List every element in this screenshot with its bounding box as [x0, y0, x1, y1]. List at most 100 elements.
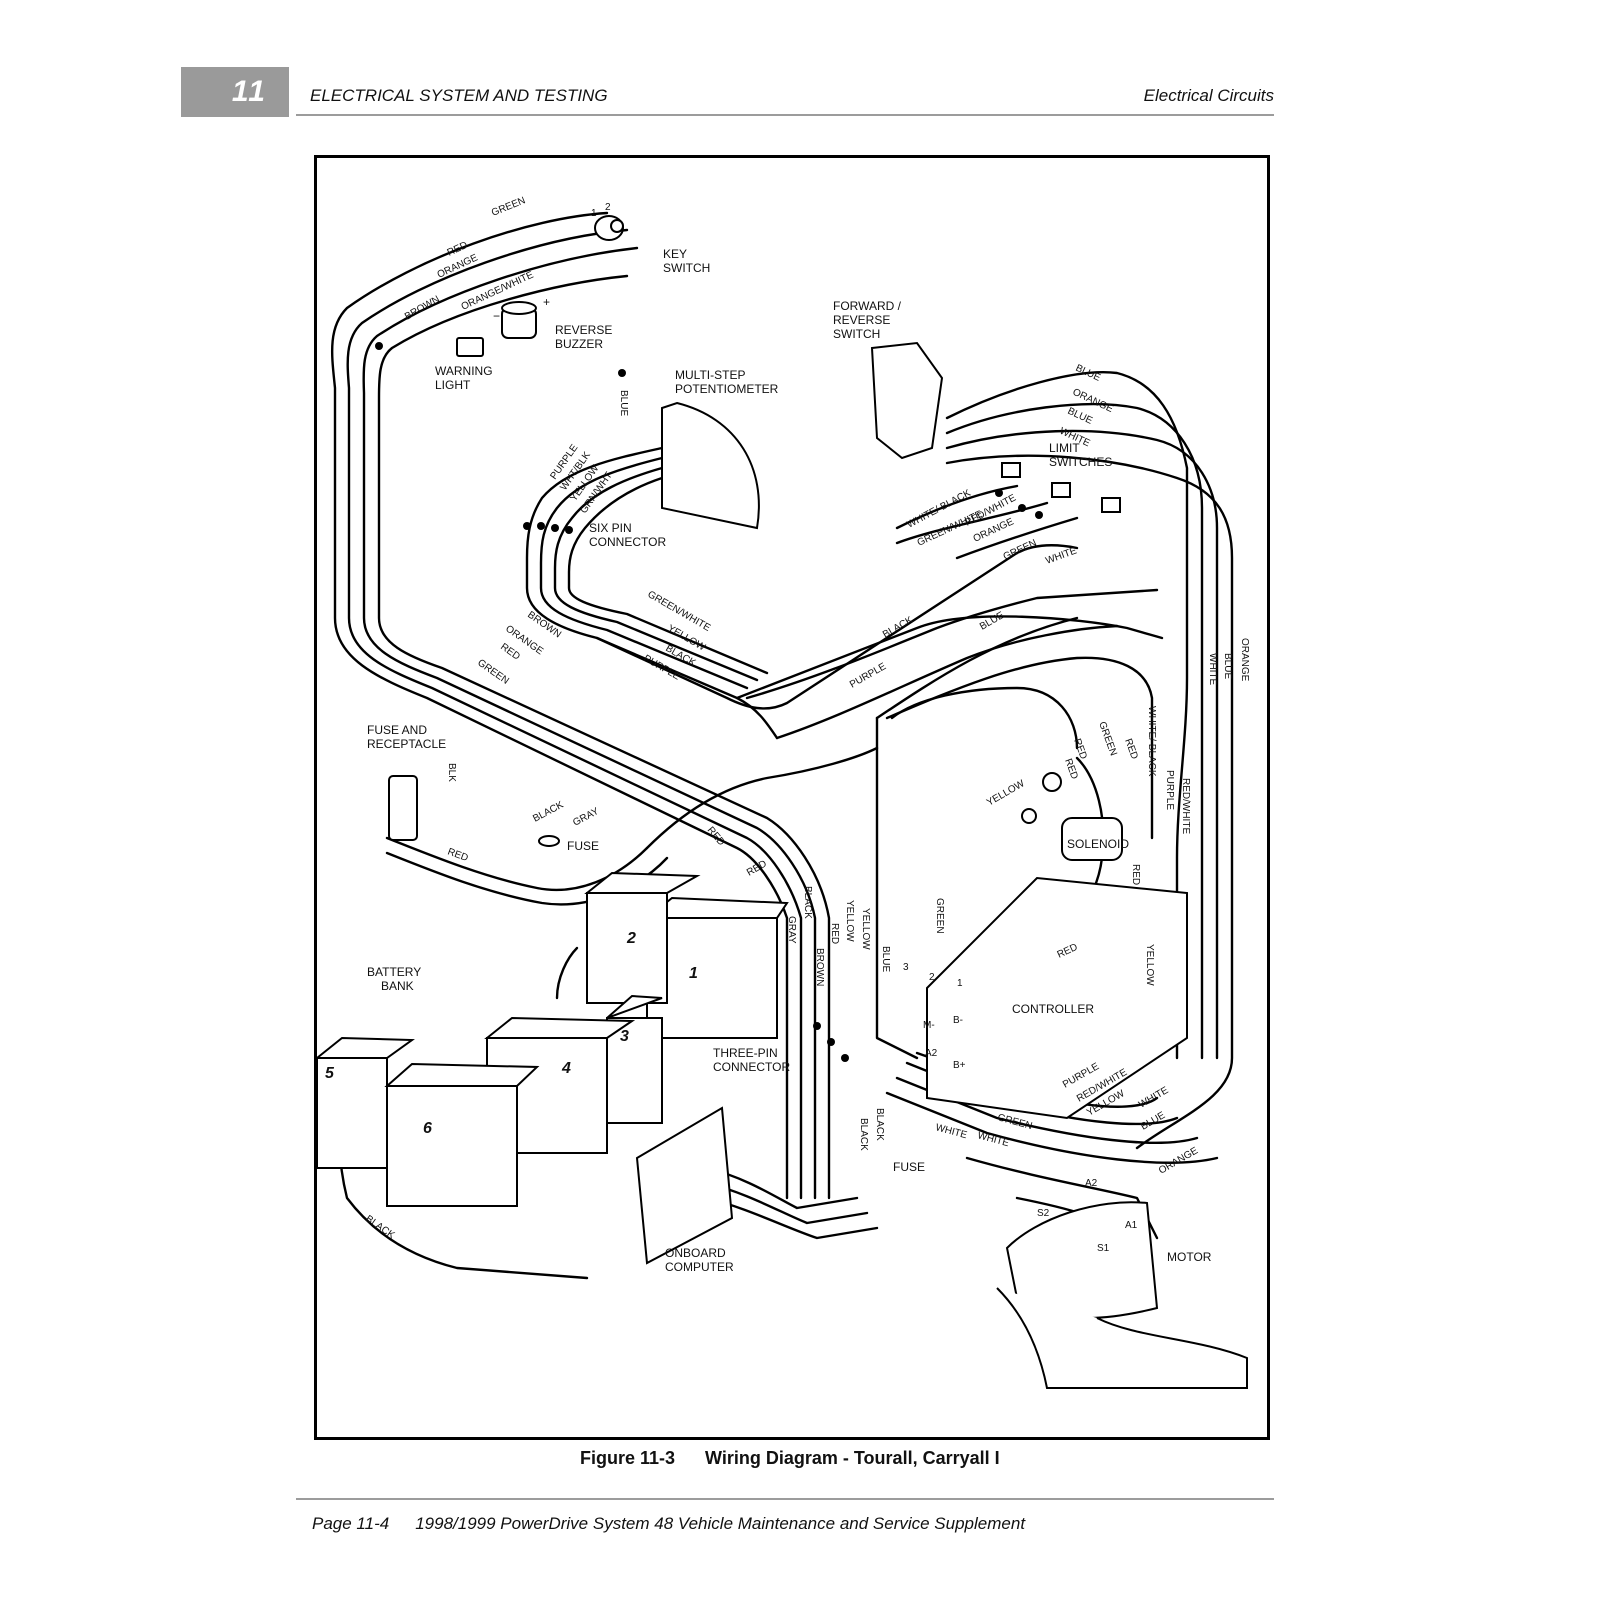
wire-label-ls-white: WHITE	[1044, 545, 1078, 566]
fuse-receptacle-label-2: RECEPTACLE	[367, 737, 446, 751]
wire-label-v-gray: GRAY	[786, 916, 797, 944]
limit-switch-3	[1101, 497, 1121, 513]
six-pin-label-1: SIX PIN	[589, 521, 632, 535]
wire-label-v-brown: BROWN	[814, 948, 825, 986]
limit-switch-2	[1051, 482, 1071, 498]
battery-number-3: 3	[620, 1028, 629, 1045]
terminal-s2: S2	[1037, 1208, 1050, 1219]
solenoid-label: SOLENOID	[1067, 837, 1129, 851]
section-title: ELECTRICAL SYSTEM AND TESTING	[310, 86, 608, 105]
buzzer-icon	[501, 301, 537, 339]
warning-light-icon	[456, 337, 484, 357]
motor-icon	[996, 1201, 1248, 1389]
battery-6-icon	[384, 1062, 540, 1207]
wire-label-right-orange: ORANGE	[1239, 638, 1250, 682]
chapter-number: 11	[231, 75, 267, 108]
pot-label-2: POTENTIOMETER	[675, 382, 779, 396]
battery-number-4: 4	[561, 1060, 571, 1077]
wire-label-sol-purple: PURPLE	[1164, 770, 1175, 810]
topic-title: Electrical Circuits	[1143, 86, 1274, 105]
fwd-rev-switch-icon	[870, 341, 944, 460]
terminal-2: 2	[929, 972, 935, 983]
wire-label-m-purple: PURPLE	[848, 661, 888, 691]
wire-label-c-white: WHITE	[1137, 1085, 1171, 1111]
terminal-3: 3	[903, 962, 909, 973]
wire-label-sol-yellow: YELLOW	[985, 778, 1027, 809]
pot-label-1: MULTI-STEP	[675, 368, 745, 382]
wire-label-sol-green: GREEN	[1096, 720, 1118, 757]
wire-label-v-green: GREEN	[934, 898, 945, 934]
wiring-diagram: KEY SWITCH REVERSE BUZZER WARNING LIGHT …	[317, 195, 1250, 1389]
terminal-s1: S1	[1097, 1243, 1110, 1254]
wire-label-v-red: RED	[829, 923, 840, 944]
wire-label-ls-green: GREEN	[1002, 538, 1039, 563]
battery-numbers: 1 2 3 4 5 6	[325, 930, 698, 1137]
lower-fuse-label: FUSE	[893, 1160, 925, 1174]
controller-label: CONTROLLER	[1012, 1002, 1094, 1016]
solenoid-icon	[1021, 772, 1123, 861]
wire-label-green-top: GREEN	[490, 195, 527, 219]
wire-label-c-white3: WHITE	[976, 1130, 1010, 1149]
wire-label-low-black2: BLACK	[858, 1118, 869, 1151]
inline-fuse-icon	[538, 835, 560, 847]
terminal-b-minus: B-	[953, 1015, 963, 1026]
battery-number-6: 6	[423, 1120, 432, 1137]
limit-switch-1	[1001, 462, 1021, 478]
inline-fuse-label: FUSE	[567, 839, 599, 853]
wire-label-fr-blue1: BLUE	[1074, 363, 1103, 384]
key-switch-icon	[594, 215, 624, 241]
header-divider	[296, 114, 1274, 116]
wire-label-low-black1: BLACK	[874, 1108, 885, 1141]
figure-number: Figure 11-3	[580, 1448, 676, 1468]
wire-label-c-yellow: YELLOW	[1144, 944, 1155, 986]
wire-label-brown-top: BROWN	[403, 294, 442, 323]
wire-label-right-blue: BLUE	[1222, 653, 1233, 679]
buzzer-plus: +	[543, 295, 550, 309]
warning-light-label-1: WARNING	[435, 364, 493, 378]
terminal-labels: M- B- B+ A2 A2 A1 S1 S2 1 2 3 1 2 + −	[493, 202, 1138, 1254]
buzzer-label-2: BUZZER	[555, 337, 603, 351]
battery-2-icon	[584, 871, 701, 1004]
onboard-computer-icon	[635, 1106, 734, 1265]
battery-bank-label-1: BATTERY	[367, 965, 421, 979]
battery-number-2: 2	[626, 930, 636, 947]
three-pin-label-1: THREE-PIN	[713, 1046, 778, 1060]
terminal-1: 1	[957, 978, 963, 989]
wire-label-sol-red2: RED	[1062, 757, 1080, 781]
wiring-diagram-frame: KEY SWITCH REVERSE BUZZER WARNING LIGHT …	[314, 155, 1270, 1440]
terminal-a1: A1	[1125, 1220, 1138, 1231]
wire-label-c-green: GREEN	[996, 1112, 1033, 1132]
three-pin-label-2: CONNECTOR	[713, 1060, 790, 1074]
wire-label-blk-fuse: BLK	[446, 763, 457, 782]
wire-label-fuse-black: BLACK	[531, 799, 565, 824]
battery-number-1: 1	[689, 965, 698, 982]
chapter-tab: 11	[181, 67, 289, 117]
battery-bank-label-2: BANK	[381, 979, 414, 993]
warning-light-label-2: LIGHT	[435, 378, 471, 392]
figure-title: Wiring Diagram - Tourall, Carryall I	[705, 1448, 1000, 1468]
battery-number-5: 5	[325, 1065, 335, 1082]
terminal-b-plus: B+	[953, 1060, 966, 1071]
fr-switch-label-1: FORWARD /	[833, 299, 902, 313]
wire-label-h-green: GREEN	[475, 657, 510, 686]
limit-switches-label-1: LIMIT	[1049, 441, 1080, 455]
key-terminal-1: 1	[591, 208, 597, 219]
publication-title: 1998/1999 PowerDrive System 48 Vehicle M…	[415, 1514, 1026, 1533]
wire-label-bat-red1: RED	[705, 825, 727, 848]
wire-label-bat-black: BLACK	[363, 1213, 396, 1241]
footer-divider	[296, 1498, 1274, 1500]
wire-label-blue-key: BLUE	[618, 390, 629, 416]
fr-switch-label-3: SWITCH	[833, 327, 880, 341]
component-shapes	[317, 215, 1248, 1389]
buzzer-label-1: REVERSE	[555, 323, 612, 337]
wire-label-c-white2: WHITE	[934, 1122, 968, 1141]
terminal-m-minus: M-	[923, 1020, 935, 1031]
figure-caption: Figure 11-3 Wiring Diagram - Tourall, Car…	[580, 1448, 1000, 1469]
controller-box	[926, 876, 1188, 1120]
wire-label-right-white: WHITE	[1207, 653, 1218, 686]
wire-label-h-red: RED	[498, 641, 522, 662]
battery-1-icon	[644, 896, 789, 1039]
wire-label-m-black: BLACK	[881, 615, 915, 641]
terminal-a2-controller: A2	[925, 1048, 938, 1059]
wire-label-sol-white-black: WHITE/ BLACK	[1146, 706, 1157, 777]
